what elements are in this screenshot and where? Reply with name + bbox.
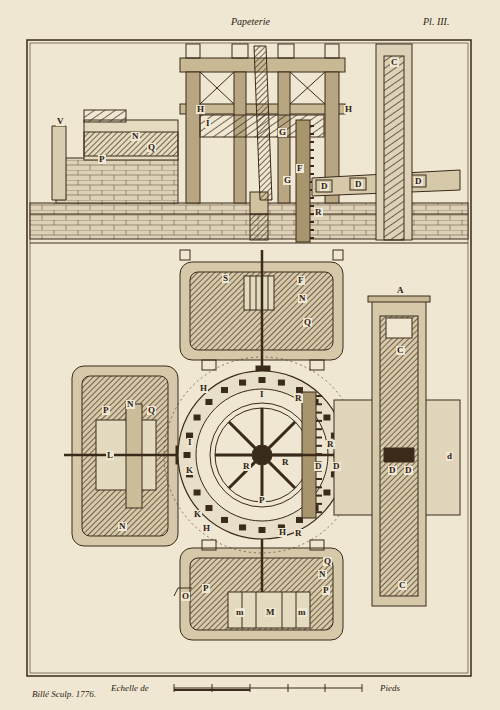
callout-letter: H <box>199 384 208 393</box>
callout-letter: G <box>283 176 292 185</box>
callout-letter: H <box>202 524 211 533</box>
callout-letter: M <box>265 608 276 617</box>
callout-letter: I <box>259 390 265 399</box>
callout-letter: R <box>281 458 290 467</box>
callout-letter: D <box>388 466 397 475</box>
callout-letter: Q <box>323 557 332 566</box>
callout-letter: m <box>297 608 307 617</box>
callout-letter: N <box>298 294 307 303</box>
callout-letter: d <box>446 452 453 461</box>
callout-letter: R <box>326 440 335 449</box>
callout-letter: R <box>294 394 303 403</box>
callout-letter: K <box>185 466 194 475</box>
callout-letter: C <box>390 58 399 67</box>
callout-letter: G <box>278 128 287 137</box>
callout-letter: D <box>314 462 323 471</box>
callout-letter: A <box>396 286 405 295</box>
callout-letter: D <box>320 182 329 191</box>
scale-caption: Pieds <box>380 684 400 693</box>
callout-letter: Q <box>303 318 312 327</box>
engraver-signature: Billé Sculp. 1776. <box>32 690 96 699</box>
callout-letter: N <box>126 400 135 409</box>
callout-letter: V <box>56 117 65 126</box>
callout-letter: D <box>354 180 363 189</box>
scale-caption: Echelle de <box>111 684 149 693</box>
callout-letter: H <box>196 105 205 114</box>
callout-letter: R <box>294 529 303 538</box>
callout-letter: R <box>314 208 323 217</box>
callout-letter: P <box>202 584 210 593</box>
callout-letter: F <box>297 276 305 285</box>
callout-letter: F <box>296 164 304 173</box>
plate-number: Pl. III. <box>423 17 449 27</box>
callout-letter: D <box>404 466 413 475</box>
callout-letter: P <box>258 496 266 505</box>
callout-letter: L <box>106 451 114 460</box>
callout-letter: S <box>222 274 229 283</box>
callout-letter: I <box>205 119 211 128</box>
plate-title: Papeterie <box>231 17 270 27</box>
callout-letter: m <box>235 608 245 617</box>
callout-letter: R <box>242 462 251 471</box>
callout-letter: Q <box>147 143 156 152</box>
callout-letter: C <box>398 581 407 590</box>
callout-letter: K <box>193 510 202 519</box>
callout-letter: N <box>118 522 127 531</box>
callout-letter: C <box>396 346 405 355</box>
callout-letter: N <box>131 132 140 141</box>
callout-letter: Q <box>147 406 156 415</box>
callout-letter: H <box>278 528 287 537</box>
callout-letter: P <box>98 155 106 164</box>
callout-letter: I <box>187 438 193 447</box>
callout-letter: P <box>102 406 110 415</box>
callout-letter: O <box>181 592 190 601</box>
callout-letter: H <box>344 105 353 114</box>
callout-letter: P <box>322 586 330 595</box>
callout-letter: D <box>414 177 423 186</box>
callout-letter: D <box>332 462 341 471</box>
callout-letter: N <box>318 570 327 579</box>
